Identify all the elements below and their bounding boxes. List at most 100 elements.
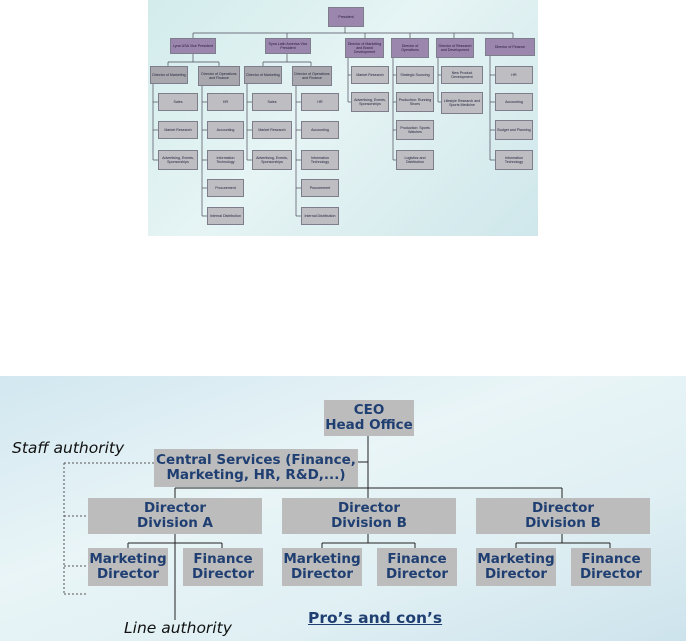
usa-sales-label: Sales bbox=[173, 99, 183, 104]
latam-hr-label: HR bbox=[317, 99, 323, 104]
usa-vp-label: Lyna USA Vice President bbox=[173, 43, 213, 48]
latam-it-box: Information Technology bbox=[301, 150, 339, 170]
division-c-marketing-director-label: Director bbox=[484, 566, 548, 582]
logistics-label: Logistics and Distribution bbox=[404, 155, 426, 164]
division-b-name-label: Division B bbox=[331, 515, 407, 531]
bottom-org-chart: CEO Head Office Central Services (Financ… bbox=[0, 376, 686, 641]
latam-advertising-label: Advertising, Events, Sponsorships bbox=[256, 155, 288, 164]
latam-vp-label: Syna Latin America Vice President bbox=[268, 41, 308, 50]
president-label: President bbox=[338, 14, 354, 19]
usa-vp-box: Lyna USA Vice President bbox=[170, 38, 216, 54]
division-c-finance-director-label: Director bbox=[579, 566, 643, 582]
operations-director-label: Director of Operations bbox=[401, 43, 419, 52]
division-c-finance-label: Finance bbox=[581, 551, 641, 567]
production-watches-label: Production: Sports Watches bbox=[400, 125, 430, 134]
usa-it-box: Information Technology bbox=[207, 150, 244, 170]
division-b-marketing-director-label: Director bbox=[290, 566, 354, 582]
usa-ops-finance-director-label: Director of Operations and Finance bbox=[201, 71, 237, 80]
usa-internal-distribution-label: Internal Distribution bbox=[210, 213, 241, 218]
brand-advertising-box: Advertising, Events, Sponsorships bbox=[351, 92, 389, 112]
rd-director-box: Director of Research and Development bbox=[436, 38, 474, 58]
logistics-box: Logistics and Distribution bbox=[396, 150, 434, 170]
latam-it-label: Information Technology bbox=[310, 155, 330, 164]
lifestyle-research-box: Lifestyle Research and Sports Medicine bbox=[441, 92, 483, 114]
usa-procurement-label: Procurement bbox=[215, 185, 236, 190]
new-product-dev-box: New Product Development bbox=[441, 66, 483, 84]
latam-marketing-director-box: Director of Marketing bbox=[244, 66, 282, 84]
staff-authority-label: Staff authority bbox=[12, 439, 125, 457]
division-b-finance-label: Finance bbox=[387, 551, 447, 567]
top-connector-lines bbox=[152, 27, 514, 217]
latam-procurement-box: Procurement bbox=[301, 179, 339, 197]
marketing-brand-director-box: Director of Marketing and Brand Developm… bbox=[345, 38, 384, 58]
finance-accounting-box: Accounting bbox=[495, 93, 533, 111]
usa-market-research-label: Market Research bbox=[164, 127, 192, 132]
latam-internal-distribution-box: Internal Distribution bbox=[301, 207, 339, 225]
latam-advertising-box: Advertising, Events, Sponsorships bbox=[252, 150, 292, 170]
production-shoes-box: Production: Running Shoes bbox=[396, 92, 434, 112]
finance-it-box: Information Technology bbox=[495, 150, 533, 170]
division-a-marketing-label: Marketing bbox=[89, 551, 167, 567]
head-office-label: Head Office bbox=[325, 417, 413, 433]
latam-accounting-label: Accounting bbox=[311, 127, 329, 132]
bottom-connector-lines bbox=[63, 436, 611, 620]
finance-director-label: Director of Finance bbox=[494, 44, 526, 49]
latam-market-research-label: Market Research bbox=[258, 127, 286, 132]
strategic-sourcing-label: Strategic Sourcing bbox=[400, 72, 430, 77]
latam-procurement-label: Procurement bbox=[309, 185, 331, 190]
division-a-finance-director-label: Director bbox=[191, 566, 255, 582]
pros-cons-heading: Pro’s and con’s bbox=[308, 609, 443, 627]
usa-advertising-label: Advertising, Events, Sponsorships bbox=[162, 155, 194, 164]
latam-hr-box: HR bbox=[301, 93, 339, 111]
division-a-marketing-director-box: Marketing Director bbox=[88, 548, 168, 586]
ceo-label: CEO bbox=[353, 402, 385, 418]
operations-director-box: Director of Operations bbox=[391, 38, 429, 58]
line-authority-label: Line authority bbox=[124, 619, 232, 637]
marketing-brand-director-label: Director of Marketing and Brand Developm… bbox=[347, 41, 382, 55]
division-b-director-label: Director bbox=[337, 500, 401, 516]
brand-market-research-label: Market Research bbox=[356, 72, 384, 77]
usa-hr-label: HR bbox=[222, 99, 229, 104]
rd-director-label: Director of Research and Development bbox=[438, 43, 472, 52]
division-c-marketing-director-box: Marketing Director bbox=[476, 548, 556, 586]
latam-market-research-box: Market Research bbox=[252, 121, 292, 139]
central-services-line-1: Central Services (Finance, bbox=[156, 452, 356, 468]
latam-internal-distribution-label: Internal Distribution bbox=[304, 213, 336, 218]
latam-marketing-director-label: Director of Marketing bbox=[246, 72, 280, 77]
division-c-director-box: Director Division B bbox=[476, 498, 650, 534]
latam-accounting-box: Accounting bbox=[301, 121, 339, 139]
usa-ops-finance-director-box: Director of Operations and Finance bbox=[198, 66, 240, 86]
new-product-dev-label: New Product Development bbox=[451, 70, 473, 79]
lifestyle-research-label: Lifestyle Research and Sports Medicine bbox=[443, 98, 481, 107]
president-box: President bbox=[328, 7, 364, 27]
finance-hr-box: HR bbox=[495, 66, 533, 84]
usa-marketing-director-box: Director of Marketing bbox=[150, 66, 188, 84]
division-c-director-label: Director bbox=[531, 500, 595, 516]
latam-vp-box: Syna Latin America Vice President bbox=[265, 38, 311, 54]
division-c-marketing-label: Marketing bbox=[477, 551, 555, 567]
usa-it-label: Information Technology bbox=[216, 155, 235, 164]
usa-marketing-director-label: Director of Marketing bbox=[152, 72, 186, 77]
usa-sales-box: Sales bbox=[158, 93, 198, 111]
usa-market-research-box: Market Research bbox=[158, 121, 198, 139]
division-b-marketing-label: Marketing bbox=[283, 551, 361, 567]
division-c-name-label: Division B bbox=[525, 515, 601, 531]
budget-planning-label: Budget and Planning bbox=[497, 127, 531, 132]
central-services-box: Central Services (Finance, Marketing, HR… bbox=[154, 449, 358, 487]
latam-ops-finance-director-box: Director of Operations and Finance bbox=[292, 66, 332, 86]
latam-sales-label: Sales bbox=[267, 99, 277, 104]
finance-it-label: Information Technology bbox=[504, 155, 524, 164]
latam-sales-box: Sales bbox=[252, 93, 292, 111]
budget-planning-box: Budget and Planning bbox=[495, 120, 533, 140]
usa-accounting-box: Accounting bbox=[207, 121, 244, 139]
usa-procurement-box: Procurement bbox=[207, 179, 244, 197]
finance-director-box: Director of Finance bbox=[485, 38, 535, 56]
brand-market-research-box: Market Research bbox=[351, 66, 389, 84]
finance-hr-label: HR bbox=[511, 72, 517, 77]
latam-ops-finance-director-label: Director of Operations and Finance bbox=[294, 71, 330, 80]
usa-hr-box: HR bbox=[207, 93, 244, 111]
strategic-sourcing-box: Strategic Sourcing bbox=[396, 66, 434, 84]
division-c-finance-director-box: Finance Director bbox=[571, 548, 651, 586]
central-services-line-2: Marketing, HR, R&D,...) bbox=[166, 467, 346, 483]
usa-accounting-label: Accounting bbox=[216, 127, 235, 132]
